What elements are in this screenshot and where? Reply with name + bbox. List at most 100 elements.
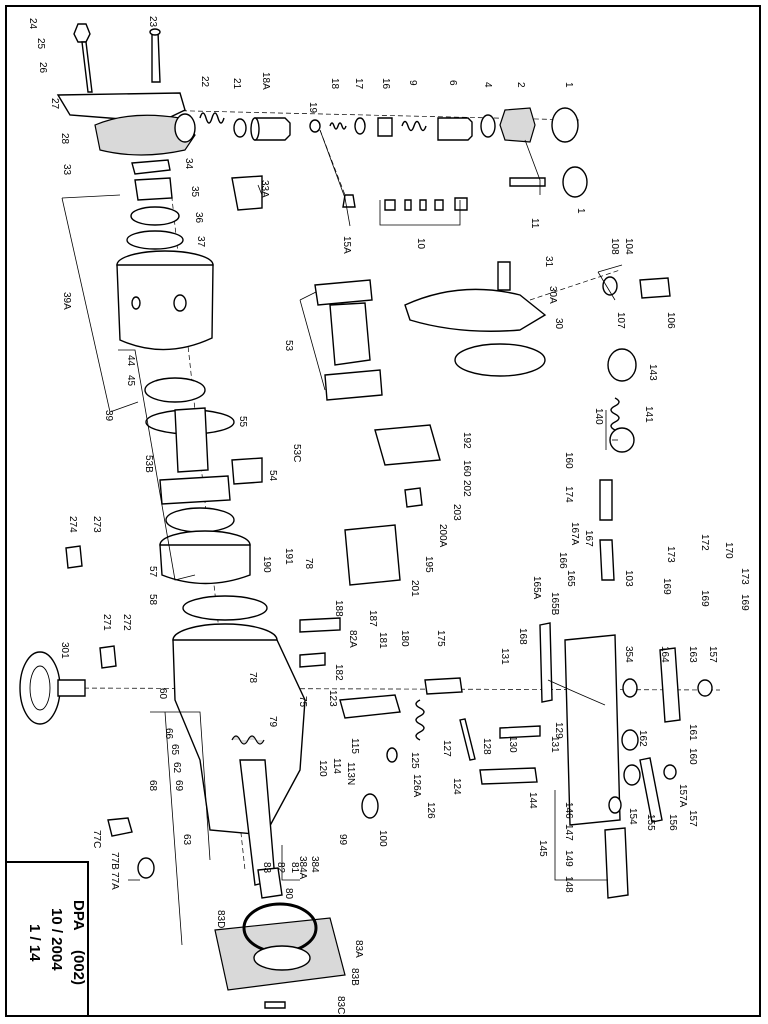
- screw-125: [386, 747, 398, 763]
- washer-107: [602, 276, 618, 296]
- callout-181: 181: [377, 632, 388, 649]
- callout-77a: 77A: [109, 872, 120, 890]
- callout-164: 164: [659, 646, 670, 663]
- callout-191: 191: [283, 548, 294, 565]
- bracket-168: [539, 622, 553, 703]
- nut-271: [99, 645, 117, 669]
- callout-9: 9: [407, 80, 418, 86]
- callout-160c: 160: [563, 452, 574, 469]
- mounting-flange-group: [214, 902, 346, 1009]
- spring-141: [610, 397, 620, 431]
- governor-cover-28: [94, 114, 196, 156]
- callout-157: 157: [707, 646, 718, 663]
- callout-125: 125: [409, 752, 420, 769]
- cam-ring-57: [159, 544, 251, 585]
- callout-18a: 18A: [260, 72, 271, 90]
- callout-69: 69: [173, 780, 184, 792]
- callout-82: 82: [275, 862, 286, 874]
- callout-99: 99: [337, 834, 348, 846]
- callout-82a: 82A: [347, 630, 358, 648]
- callout-81: 81: [289, 862, 300, 874]
- callout-173: 173: [665, 546, 676, 563]
- bolt-167: [599, 539, 615, 581]
- callout-203: 203: [451, 504, 462, 521]
- title-model: DPA: [70, 900, 87, 931]
- ring-53b: [159, 475, 231, 505]
- callout-163: 163: [687, 646, 698, 663]
- callout-170: 170: [723, 542, 734, 559]
- callout-126: 126: [425, 802, 436, 819]
- callout-195: 195: [423, 556, 434, 573]
- callout-187: 187: [367, 610, 378, 627]
- callout-18: 18: [329, 78, 340, 90]
- seat-140: [609, 427, 635, 453]
- callout-30a: 30A: [547, 286, 558, 304]
- drive-hub-group: [19, 545, 155, 879]
- callout-384: 384: [309, 856, 320, 873]
- callout-165a: 165A: [531, 576, 542, 600]
- callout-79: 79: [267, 716, 278, 728]
- callout-21: 21: [231, 78, 242, 90]
- fitting-175: [424, 677, 463, 695]
- callout-272: 272: [121, 614, 132, 631]
- callout-166: 166: [557, 552, 568, 569]
- callout-154: 154: [627, 808, 638, 825]
- drive-shaft-53: [314, 279, 383, 401]
- callout-174: 174: [563, 486, 574, 503]
- callout-157a: 157A: [677, 784, 688, 808]
- callout-167a: 167A: [569, 522, 580, 546]
- callout-53: 53: [283, 340, 294, 352]
- callout-53c: 53C: [291, 444, 302, 462]
- callout-173b: 173: [739, 568, 750, 585]
- leader-lines: [61, 129, 623, 946]
- callout-62: 62: [171, 762, 182, 774]
- callout-126a: 126A: [411, 774, 422, 798]
- callout-22: 22: [199, 76, 210, 88]
- callout-123: 123: [327, 690, 338, 707]
- top-cover-assembly: [56, 23, 196, 156]
- callout-27: 27: [49, 98, 60, 110]
- callout-120: 120: [317, 760, 328, 777]
- rotor-53b: [174, 407, 209, 473]
- shaft-53: [314, 279, 373, 306]
- callout-54: 54: [267, 470, 278, 482]
- lever-group: [339, 677, 541, 819]
- nut-154: [623, 764, 641, 786]
- washer-21: [233, 118, 247, 138]
- callout-55: 55: [237, 416, 248, 428]
- washer-147: [608, 796, 622, 814]
- callout-167: 167: [583, 530, 594, 547]
- lever-123: [339, 694, 401, 719]
- callout-65: 65: [169, 744, 180, 756]
- spring-18: [329, 122, 347, 130]
- arm-164: [659, 647, 681, 723]
- callout-201: 201: [409, 580, 420, 597]
- callout-172: 172: [699, 534, 710, 551]
- callout-44: 44: [125, 355, 136, 367]
- callout-39: 39: [103, 410, 114, 422]
- callout-146: 146: [563, 802, 574, 819]
- callout-114: 114: [331, 758, 342, 774]
- callout-147: 147: [563, 824, 574, 841]
- callout-104: 104: [623, 238, 634, 255]
- callout-160b: 160: [687, 748, 698, 765]
- callout-168: 168: [517, 628, 528, 645]
- flange-30: [454, 343, 546, 377]
- callout-192: 192: [461, 432, 472, 449]
- fitting-202: [404, 487, 423, 508]
- callout-68: 68: [147, 780, 158, 792]
- link-124: [459, 718, 476, 761]
- callout-131: 131: [499, 648, 510, 665]
- callout-1b: 1: [575, 208, 586, 214]
- pin-174: [599, 479, 613, 521]
- callout-78b: 78: [247, 672, 258, 684]
- title-sheet: 1 / 14: [26, 924, 43, 962]
- bolt-31: [497, 261, 511, 291]
- callout-31: 31: [543, 256, 554, 268]
- callout-200a: 200A: [437, 524, 448, 548]
- callout-66: 66: [163, 728, 174, 740]
- callout-145: 145: [537, 840, 548, 857]
- nut-2: [499, 107, 536, 143]
